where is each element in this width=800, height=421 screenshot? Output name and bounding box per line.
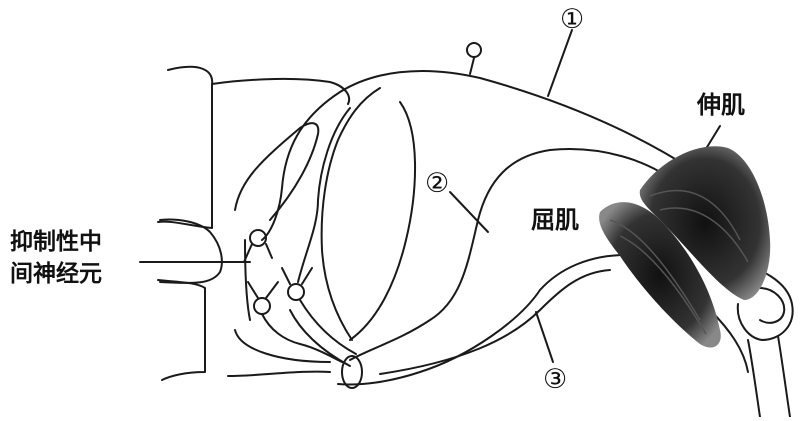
- motor-neuron-flexor: [337, 254, 627, 386]
- ventral-root: [289, 299, 357, 367]
- marker-2: ②: [425, 168, 450, 199]
- tibia-bone: [747, 335, 791, 418]
- spinal-cord-outline: [157, 65, 214, 381]
- motor-cell-2: [287, 283, 305, 301]
- ventral-root-node: [341, 355, 363, 389]
- interneuron-pointer-box: [159, 218, 223, 284]
- flexor-label: 屈肌: [531, 206, 579, 234]
- leader-line-1: [547, 29, 573, 97]
- sensory-neuron-fiber: [261, 70, 691, 241]
- marker-3: ③: [543, 364, 568, 395]
- motor-neuron-flexor-inner: [379, 269, 611, 375]
- sensory-neuron-fiber-2: [297, 107, 351, 283]
- leader-line-2: [449, 191, 489, 233]
- flexor-muscle: [599, 202, 721, 348]
- interneuron-connector: [261, 313, 343, 363]
- extensor-label: 伸肌: [697, 91, 745, 119]
- patella: [759, 287, 786, 324]
- motor-cell-1: [253, 297, 271, 315]
- leader-line-3: [535, 311, 554, 363]
- gray-matter-outline: [211, 77, 350, 377]
- motor-neuron-extensor-inner: [349, 101, 417, 341]
- ganglion-cell: [466, 42, 482, 58]
- interneuron-label-line1: 抑制性中: [10, 229, 102, 255]
- motor-neuron-extensor: [349, 148, 681, 361]
- gray-matter-inner-3: [244, 239, 251, 321]
- interneuron-branches: [243, 243, 313, 299]
- interneuron-label-line2: 间神经元: [10, 261, 102, 287]
- extensor-muscle: [639, 146, 771, 300]
- inhibitory-interneuron-cell: [249, 229, 267, 247]
- dorsal-root-inner: [320, 87, 381, 341]
- ganglion-stalk: [469, 57, 475, 75]
- gray-matter-inner-1: [234, 122, 320, 221]
- gray-matter-inner-2: [234, 329, 331, 363]
- marker-1: ①: [560, 4, 585, 35]
